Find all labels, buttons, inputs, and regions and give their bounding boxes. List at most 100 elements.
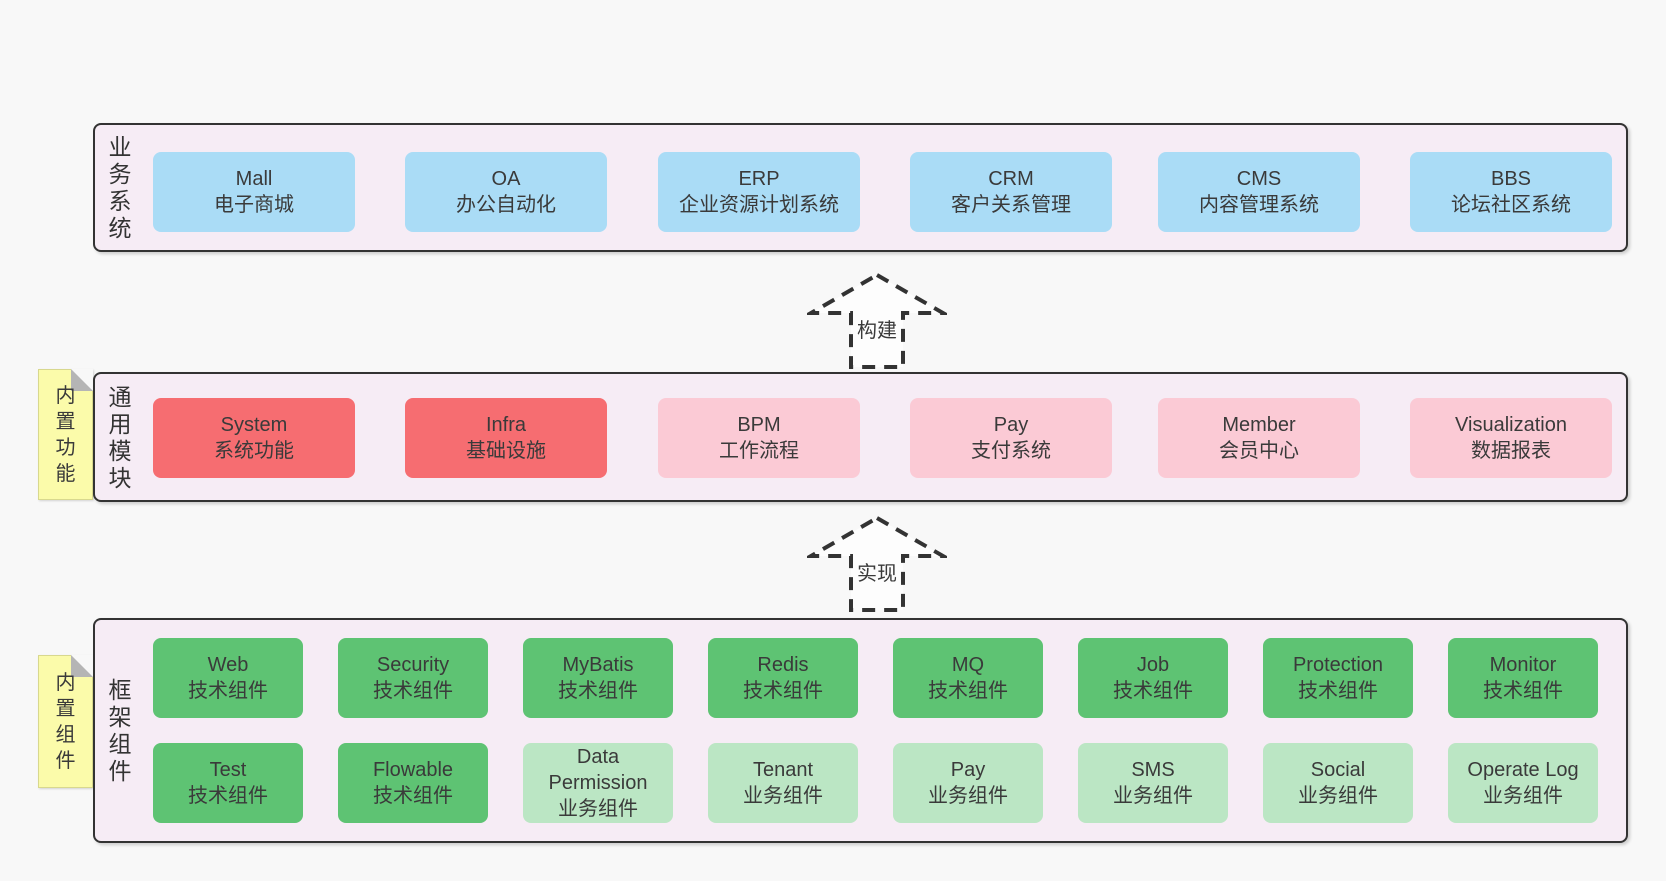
- box-title: Redis: [757, 654, 809, 676]
- box-subtitle: 技术组件: [1298, 680, 1378, 702]
- box-subtitle: 基础设施: [466, 440, 546, 462]
- box-subtitle: 技术组件: [373, 680, 453, 702]
- box-bpm: BPM 工作流程: [658, 398, 860, 478]
- box-title: MyBatis: [562, 654, 634, 676]
- box-visualization: Visualization 数据报表: [1410, 398, 1612, 478]
- box-mybatis: MyBatis 技术组件: [523, 638, 673, 718]
- box-infra: Infra 基础设施: [405, 398, 607, 478]
- box-subtitle: 电子商城: [214, 194, 294, 216]
- box-title: Social: [1310, 759, 1366, 781]
- folded-corner-icon: [71, 369, 93, 391]
- box-title: System: [220, 414, 288, 436]
- up-arrow-build: 构建: [807, 271, 947, 371]
- box-title: BPM: [737, 414, 781, 436]
- box-subtitle: 业务组件: [1113, 785, 1193, 807]
- arrow-implement-label: 实现: [854, 556, 900, 587]
- band-business-systems-label: 业务系统: [108, 134, 132, 241]
- box-subtitle: 会员中心: [1219, 440, 1299, 462]
- box-title: SMS: [1131, 759, 1175, 781]
- box-subtitle: 技术组件: [373, 785, 453, 807]
- box-title: Infra: [485, 414, 527, 436]
- box-title: Monitor: [1489, 654, 1557, 676]
- box-title: Pay: [993, 414, 1029, 436]
- box-member: Member 会员中心: [1158, 398, 1360, 478]
- box-data-permission: Data Permission 业务组件: [523, 743, 673, 823]
- arrow-build-label: 构建: [854, 313, 900, 344]
- band-common-modules: 通用模块 System 系统功能 Infra 基础设施 BPM 工作流程 Pay…: [93, 372, 1628, 502]
- box-subtitle: 技术组件: [1113, 680, 1193, 702]
- box-monitor: Monitor 技术组件: [1448, 638, 1598, 718]
- box-test: Test 技术组件: [153, 743, 303, 823]
- box-title: ERP: [738, 168, 780, 190]
- box-subtitle: 技术组件: [188, 680, 268, 702]
- box-subtitle: 系统功能: [214, 440, 294, 462]
- box-bbs: BBS 论坛社区系统: [1410, 152, 1612, 232]
- box-subtitle: 技术组件: [188, 785, 268, 807]
- box-subtitle: 技术组件: [1483, 680, 1563, 702]
- box-redis: Redis 技术组件: [708, 638, 858, 718]
- box-subtitle: 业务组件: [1483, 785, 1563, 807]
- box-sms: SMS 业务组件: [1078, 743, 1228, 823]
- box-title: Pay: [950, 759, 986, 781]
- box-title: Security: [376, 654, 450, 676]
- box-title: Data Permission: [548, 746, 648, 794]
- sticky-note-builtin-components: 内置组件: [38, 655, 93, 788]
- box-crm: CRM 客户关系管理: [910, 152, 1112, 232]
- box-subtitle: 支付系统: [971, 440, 1051, 462]
- box-system: System 系统功能: [153, 398, 355, 478]
- box-title: Member: [1222, 414, 1296, 436]
- box-title: CRM: [988, 168, 1034, 190]
- box-title: CMS: [1236, 168, 1282, 190]
- box-subtitle: 业务组件: [928, 785, 1008, 807]
- box-protection: Protection 技术组件: [1263, 638, 1413, 718]
- box-flowable: Flowable 技术组件: [338, 743, 488, 823]
- box-title: OA: [491, 168, 521, 190]
- box-title: Mall: [235, 168, 273, 190]
- box-title: Test: [209, 759, 247, 781]
- box-title: Job: [1136, 654, 1170, 676]
- box-title: BBS: [1490, 168, 1532, 190]
- box-subtitle: 业务组件: [1298, 785, 1378, 807]
- box-title: Tenant: [752, 759, 814, 781]
- box-subtitle: 办公自动化: [456, 194, 556, 216]
- box-title: MQ: [951, 654, 985, 676]
- band-common-modules-label: 通用模块: [108, 384, 132, 491]
- box-social: Social 业务组件: [1263, 743, 1413, 823]
- box-title: Web: [207, 654, 249, 676]
- box-web: Web 技术组件: [153, 638, 303, 718]
- box-title: Flowable: [372, 759, 454, 781]
- band-framework-components: 框架组件 Web 技术组件 Security 技术组件 MyBatis 技术组件…: [93, 618, 1628, 843]
- box-subtitle: 数据报表: [1471, 440, 1551, 462]
- box-pay: Pay 支付系统: [910, 398, 1112, 478]
- box-subtitle: 技术组件: [743, 680, 823, 702]
- box-security: Security 技术组件: [338, 638, 488, 718]
- folded-corner-icon: [71, 655, 93, 677]
- up-arrow-implement: 实现: [807, 514, 947, 614]
- box-subtitle: 技术组件: [928, 680, 1008, 702]
- box-subtitle: 客户关系管理: [951, 194, 1071, 216]
- box-subtitle: 工作流程: [719, 440, 799, 462]
- box-title: Visualization: [1455, 414, 1567, 436]
- sticky-note-builtin-features: 内置功能: [38, 369, 93, 500]
- box-subtitle: 企业资源计划系统: [679, 194, 839, 216]
- box-subtitle: 技术组件: [558, 680, 638, 702]
- box-job: Job 技术组件: [1078, 638, 1228, 718]
- box-mall: Mall 电子商城: [153, 152, 355, 232]
- box-operate-log: Operate Log 业务组件: [1448, 743, 1598, 823]
- box-title: Operate Log: [1467, 759, 1579, 781]
- box-title: Protection: [1292, 654, 1384, 676]
- box-subtitle: 业务组件: [558, 798, 638, 820]
- box-subtitle: 内容管理系统: [1199, 194, 1319, 216]
- box-mq: MQ 技术组件: [893, 638, 1043, 718]
- box-oa: OA 办公自动化: [405, 152, 607, 232]
- box-pay-biz: Pay 业务组件: [893, 743, 1043, 823]
- sticky-note-label: 内置组件: [55, 672, 76, 772]
- band-business-systems: 业务系统 Mall 电子商城 OA 办公自动化 ERP 企业资源计划系统 CRM…: [93, 123, 1628, 252]
- band-framework-components-label: 框架组件: [108, 677, 132, 784]
- box-erp: ERP 企业资源计划系统: [658, 152, 860, 232]
- box-subtitle: 论坛社区系统: [1451, 194, 1571, 216]
- box-cms: CMS 内容管理系统: [1158, 152, 1360, 232]
- sticky-note-label: 内置功能: [55, 385, 76, 485]
- box-tenant: Tenant 业务组件: [708, 743, 858, 823]
- box-subtitle: 业务组件: [743, 785, 823, 807]
